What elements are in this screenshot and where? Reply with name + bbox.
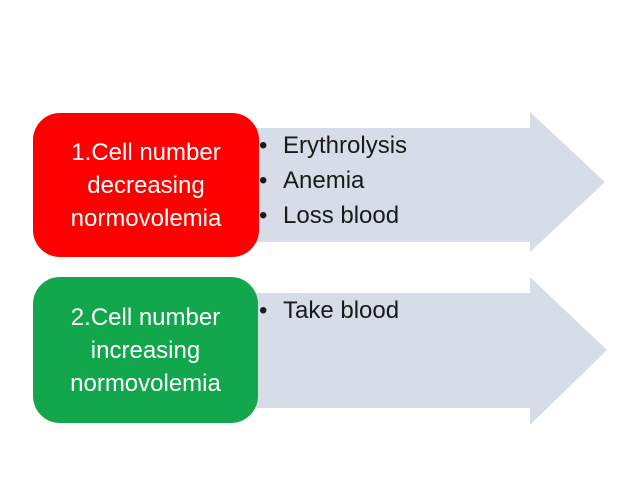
list-item: • Anemia: [259, 163, 529, 198]
right-arrow-icon: [256, 112, 605, 252]
step-box-1-line-1: 1.Cell number: [71, 138, 221, 166]
process-arrow-shape-1: [256, 112, 605, 252]
list-item: • Loss blood: [259, 198, 529, 233]
right-arrow-icon: [256, 277, 607, 425]
arrow-bullet-list-2: • Take blood: [259, 293, 529, 328]
arrow-bullet-list-1: • Erythrolysis • Anemia • Loss blood: [259, 128, 529, 233]
step-box-2-line-1: 2.Cell number: [70, 303, 221, 331]
bullet-text-take-blood: Take blood: [283, 297, 400, 324]
bullet-text-loss-blood: Loss blood: [283, 202, 400, 229]
bullet-icon: •: [259, 202, 268, 229]
bullet-icon: •: [259, 132, 268, 159]
step-box-2: 2.Cell number increasing normovolemia: [33, 277, 258, 423]
process-arrow-shape-2: [256, 277, 607, 425]
bullet-icon: •: [259, 297, 268, 324]
list-item: • Take blood: [259, 293, 529, 328]
bullet-text-erythrolysis: Erythrolysis: [283, 132, 408, 159]
bullet-icon: •: [259, 167, 268, 194]
step-box-1-line-2: decreasing: [87, 171, 205, 199]
bullet-text-anemia: Anemia: [283, 167, 365, 194]
step-box-1-line-3: normovolemia: [70, 204, 222, 232]
step-box-1: 1.Cell number decreasing normovolemia: [33, 113, 259, 257]
step-box-2-line-3: normovolemia: [70, 369, 221, 397]
step-box-2-line-2: increasing: [90, 336, 201, 364]
list-item: • Erythrolysis: [259, 128, 529, 163]
